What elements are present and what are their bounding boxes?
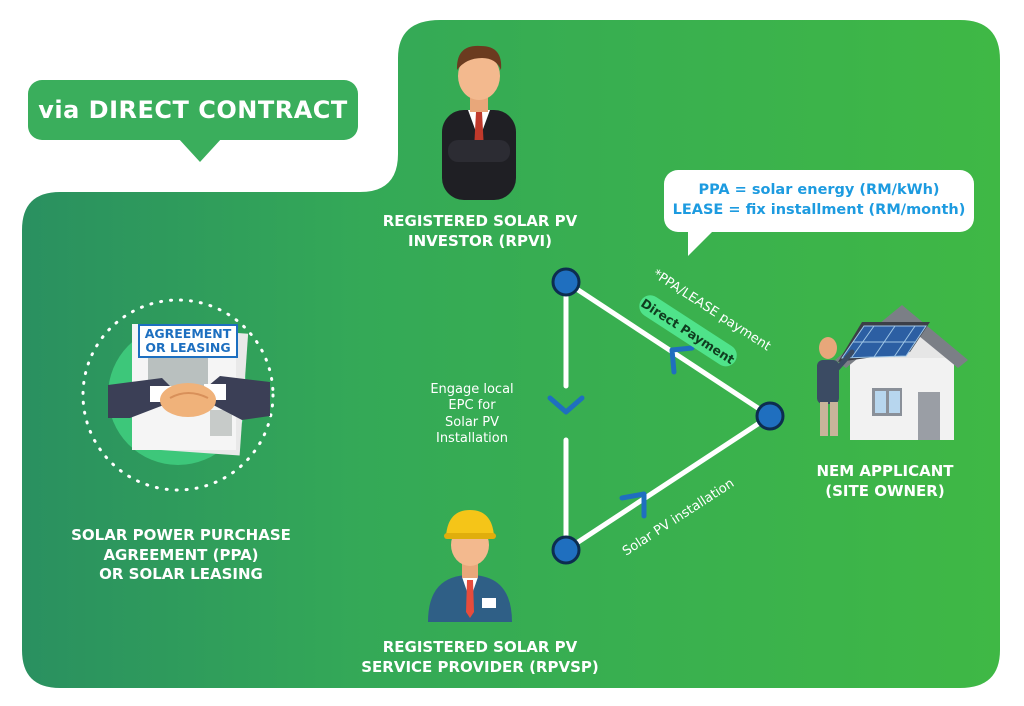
pricing-lease: LEASE = fix installment (RM/month) bbox=[672, 202, 966, 218]
arrow-chevrons bbox=[547, 345, 695, 519]
agreement-line-1: SOLAR POWER PURCHASE bbox=[71, 526, 291, 544]
edge-provider-applicant bbox=[563, 413, 773, 553]
node-investor bbox=[551, 267, 581, 297]
engage-line-4: Installation bbox=[435, 430, 508, 446]
agreement-line-3: OR SOLAR LEASING bbox=[99, 565, 263, 583]
investor-line-2: INVESTOR (RPVI) bbox=[408, 231, 552, 250]
engage-line-2: EPC for bbox=[448, 398, 496, 414]
chevron-down-icon bbox=[547, 395, 585, 415]
engage-line-3: Solar PV bbox=[445, 414, 499, 430]
provider-figure bbox=[428, 510, 512, 622]
provider-line-2: SERVICE PROVIDER (RPVSP) bbox=[361, 657, 599, 676]
flow-triangle bbox=[563, 279, 773, 553]
pricing-ppa: PPA = solar energy (RM/kWh) bbox=[698, 182, 940, 199]
investor-line-1: REGISTERED SOLAR PV bbox=[382, 212, 578, 230]
edge-investor-applicant bbox=[563, 279, 773, 419]
document-card-heading: AGREEMENT OR LEASING bbox=[138, 324, 238, 358]
applicant-line-2: (SITE OWNER) bbox=[825, 481, 945, 500]
chevron-up-right-icon bbox=[619, 491, 647, 519]
document-line-1: AGREEMENT bbox=[144, 326, 232, 341]
node-applicant bbox=[755, 401, 785, 431]
provider-label: REGISTERED SOLAR PV SERVICE PROVIDER (RP… bbox=[340, 638, 620, 677]
investor-label: REGISTERED SOLAR PV INVESTOR (RPVI) bbox=[360, 212, 600, 251]
pricing-bubble: PPA = solar energy (RM/kWh) LEASE = fix … bbox=[664, 170, 974, 256]
applicant-label: NEM APPLICANT (SITE OWNER) bbox=[800, 462, 970, 501]
flow-nodes bbox=[551, 267, 785, 565]
chevron-up-left-icon bbox=[669, 345, 695, 375]
document-line-2: OR LEASING bbox=[145, 339, 231, 355]
node-provider bbox=[551, 535, 581, 565]
investor-figure bbox=[442, 45, 516, 200]
engage-line-1: Engage local bbox=[430, 382, 514, 397]
agreement-label: SOLAR POWER PURCHASE AGREEMENT (PPA) OR … bbox=[50, 526, 312, 585]
page-title: via DIRECT CONTRACT bbox=[28, 80, 358, 162]
engage-label: Engage local EPC for Solar PV Installati… bbox=[412, 382, 532, 447]
agreement-line-2: AGREEMENT (PPA) bbox=[103, 545, 259, 564]
applicant-line-1: NEM APPLICANT bbox=[816, 462, 954, 480]
provider-line-1: REGISTERED SOLAR PV bbox=[382, 638, 578, 656]
house-illustration bbox=[817, 305, 968, 440]
